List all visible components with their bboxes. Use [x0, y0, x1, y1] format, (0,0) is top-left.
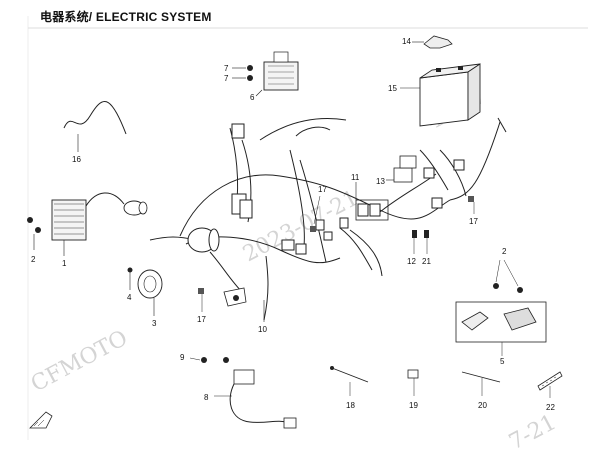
wiring-harness-icon: [149, 117, 507, 321]
callout-21: 21: [422, 257, 431, 266]
callout-2-right: 2: [502, 247, 507, 256]
callout-6: 6: [250, 93, 255, 102]
horn-icon: [137, 269, 163, 316]
page-title: 电器系统/ ELECTRIC SYSTEM: [40, 10, 212, 24]
arrow-front-icon: [29, 411, 53, 429]
wire-18-icon: [330, 366, 369, 396]
callout-20: 20: [478, 401, 487, 410]
callout-15: 15: [388, 84, 397, 93]
screw-icon: [27, 217, 41, 250]
watermark-group: CFMOTO 2023-07-21 43:57 7-21: [27, 83, 560, 455]
watermark-date-2: 7-21: [505, 410, 560, 455]
callout-17-right: 17: [469, 217, 478, 226]
callout-17-center: 17: [318, 185, 327, 194]
wire-20-icon: [461, 371, 501, 396]
callout-13: 13: [376, 177, 385, 186]
callout-7-bottom: 7: [224, 74, 229, 83]
callout-14: 14: [402, 37, 411, 46]
bracket-icon: [412, 35, 453, 49]
header: 电器系统/ ELECTRIC SYSTEM: [0, 0, 600, 28]
callout-16: 16: [72, 155, 81, 164]
callout-18: 18: [346, 401, 355, 410]
callout-7-top: 7: [224, 64, 229, 73]
connector-19-icon: [407, 369, 419, 396]
callout-5: 5: [500, 357, 505, 366]
voltage-regulator-icon: [51, 192, 148, 256]
battery-icon: [400, 63, 481, 127]
callout-10: 10: [258, 325, 267, 334]
header-background: [0, 0, 600, 26]
wire-16-icon: [63, 100, 127, 152]
callout-11: 11: [351, 173, 360, 182]
callout-12: 12: [407, 257, 416, 266]
callout-2-left: 2: [31, 255, 36, 264]
bolt-icon: [127, 267, 133, 290]
fuse-box-icon: [355, 182, 389, 221]
callout-4: 4: [127, 293, 132, 302]
control-unit-icon: [232, 51, 299, 97]
callout-1: 1: [62, 259, 67, 268]
callout-17-left: 17: [197, 315, 206, 324]
cable-tie-strip-icon: [537, 371, 563, 398]
clip-icon: [412, 230, 429, 254]
cable-tie-icon: [198, 195, 475, 312]
relay-icon: [386, 155, 417, 183]
callout-22: 22: [546, 403, 555, 412]
callout-3: 3: [152, 319, 157, 328]
callout-19: 19: [409, 401, 418, 410]
key-fob-icon: [455, 259, 547, 356]
ignition-coil-icon: [189, 357, 297, 429]
watermark-brand: CFMOTO: [27, 326, 132, 398]
callout-labels: 1 2 2 3 4 6 7 7 8 9 10 11 12 13 14 15 16…: [31, 37, 555, 412]
callout-8: 8: [204, 393, 209, 402]
sensor-icon: [223, 287, 247, 307]
callout-9: 9: [180, 353, 185, 362]
